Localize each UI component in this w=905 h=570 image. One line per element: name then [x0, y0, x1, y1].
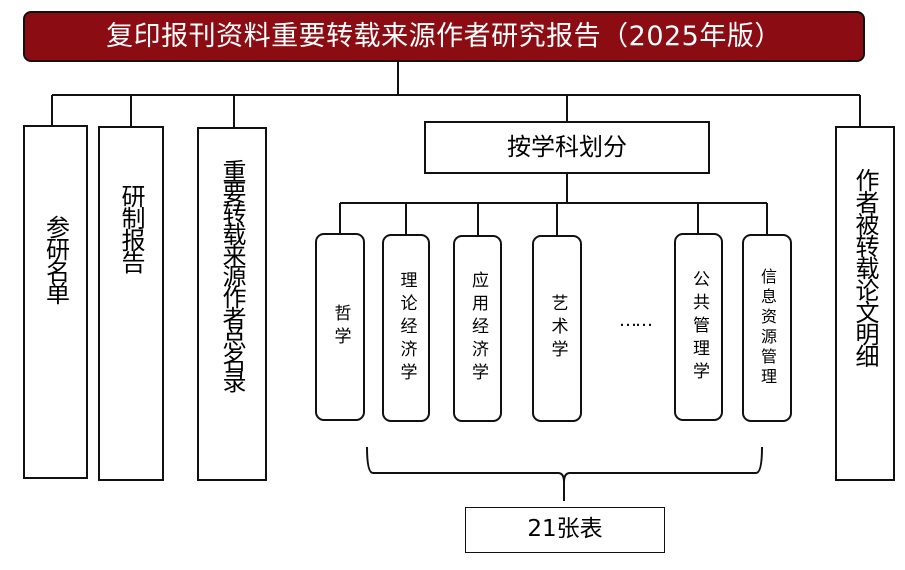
discipline-item[interactable]: 信息资源管理: [742, 234, 792, 422]
report-title: 复印报刊资料重要转载来源作者研究报告（2025年版）: [23, 11, 865, 62]
author-paper-details-label: 作者被转载论文明细: [851, 168, 879, 366]
discipline-item[interactable]: 艺术学: [532, 235, 582, 422]
discipline-label: 艺术学: [547, 294, 568, 363]
participant-list-label: 参研名单: [41, 215, 70, 303]
tables-count-box[interactable]: 21张表: [465, 507, 665, 553]
ellipsis: ……: [619, 310, 653, 331]
participant-list-box[interactable]: 参研名单: [23, 125, 88, 479]
brace: [366, 446, 763, 501]
discipline-label: 应用经济学: [468, 271, 488, 386]
discipline-item[interactable]: 理论经济学: [382, 234, 430, 422]
tables-count-label: 21张表: [527, 516, 603, 542]
discipline-label: 公共管理学: [689, 269, 709, 385]
research-report-label: 研制报告: [117, 184, 145, 272]
discipline-item[interactable]: 公共管理学: [674, 233, 723, 421]
by-discipline-label: 按学科划分: [507, 133, 627, 161]
author-directory-box[interactable]: 重要转载来源作者总名录: [197, 127, 267, 481]
discipline-label: 理论经济学: [396, 270, 417, 386]
discipline-item[interactable]: 哲学: [315, 233, 365, 421]
by-discipline-box[interactable]: 按学科划分: [424, 121, 710, 174]
research-report-box[interactable]: 研制报告: [98, 126, 164, 481]
discipline-label: 信息资源管理: [758, 268, 777, 388]
author-paper-details-box[interactable]: 作者被转载论文明细: [835, 126, 895, 481]
discipline-label: 哲学: [330, 304, 351, 350]
discipline-item[interactable]: 应用经济学: [453, 235, 502, 422]
author-directory-label: 重要转载来源作者总名录: [218, 159, 246, 390]
